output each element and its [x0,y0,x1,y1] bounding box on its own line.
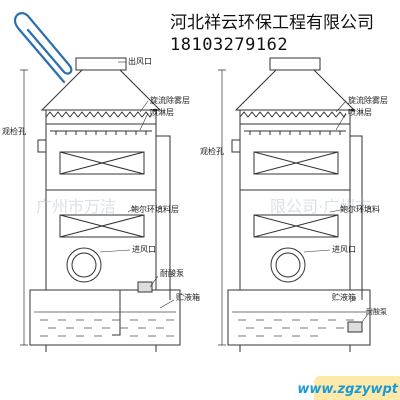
left-leader-lines [99,61,175,309]
left-outlet-pipe [75,57,127,71]
footer-url[interactable]: www.zgzywpt [297,382,398,397]
left-label-mist-eliminator: 旋流除雾层 [150,95,190,105]
left-upper-packing [59,151,145,175]
company-name: 河北祥云环保工程有限公司 [170,13,374,33]
left-lower-packing [59,214,145,238]
right-outlet-pipe [269,57,321,71]
right-leader-lines [303,100,369,323]
left-cone-top [40,69,162,111]
right-mist-zigzag [239,111,347,118]
right-label-pall-ring: 鲍尔环填料 [340,204,380,214]
left-label-liquid-tank: 贮液箱 [176,292,200,302]
right-recirc-pipe [350,135,363,300]
left-water-lines [34,311,176,337]
right-label-mist-eliminator: 旋流除雾层 [348,95,388,105]
left-label-outlet: 出风口 [128,56,152,66]
watermark-left: 广州市万洁 [36,197,116,216]
right-label-liquid-tank: 贮液箱 [332,292,356,302]
right-label-inlet: 进风口 [332,245,356,254]
right-label-acid-pump: 耐酸泵 [366,307,387,316]
right-inspection-hole [231,139,241,153]
right-upper-packing [253,151,339,175]
left-inlet-circle [66,247,102,283]
left-label-acid-pump: 耐酸泵 [160,268,184,278]
paperclip-icon [13,12,73,84]
right-water-lines [232,311,366,337]
right-tower [218,57,371,352]
left-tower [20,57,181,352]
left-inspection-hole [37,139,47,153]
left-recirc-pipe [156,135,171,300]
right-lower-packing [253,214,339,238]
footer-url-badge [314,376,400,400]
left-mist-zigzag [45,111,153,118]
left-label-inspection-hole: 观检孔 [2,126,26,136]
right-label-spray-layer: 喷淋层 [348,107,372,117]
left-spray-nozzles [55,131,147,135]
right-inlet-circle [270,247,306,283]
right-liquid-tank [227,289,371,346]
left-label-inlet: 进风口 [132,245,156,254]
right-label-inspection-hole: 观检孔 [200,146,224,156]
right-spray-nozzles [249,131,341,135]
left-label-pall-ring: 鲍尔环填料层 [131,204,179,214]
left-acid-pump [137,281,153,293]
watermark-right: 限公司·广州市 [270,197,371,216]
right-acid-pump [347,321,363,333]
left-label-spray-layer: 喷淋层 [150,107,174,117]
left-liquid-tank [29,289,181,346]
company-phone: 18103279162 [170,35,289,55]
right-cone-top [234,69,356,111]
